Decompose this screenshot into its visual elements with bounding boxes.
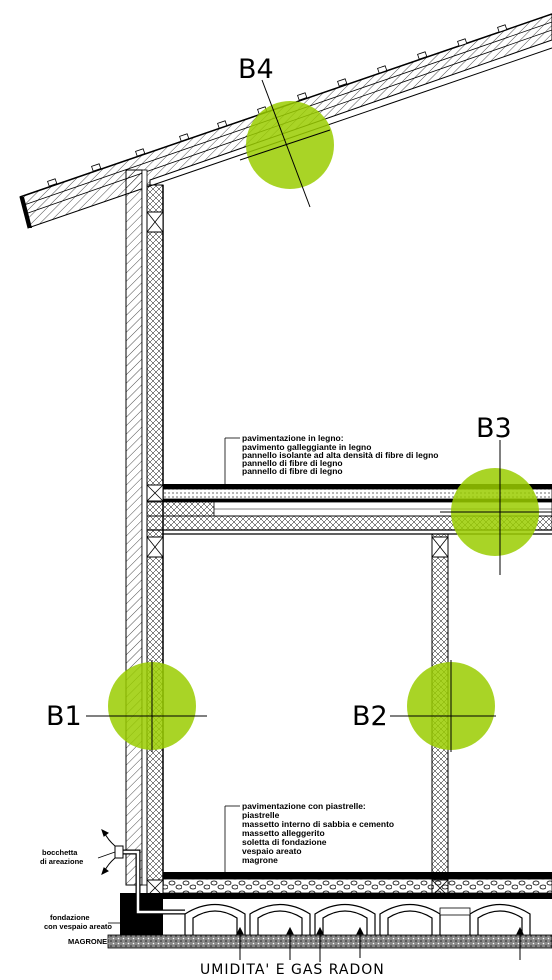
foundation-label-line: fondazione xyxy=(50,913,90,922)
external-wall-left xyxy=(125,169,164,897)
ground-floor-layer: vespaio areato xyxy=(242,846,302,856)
ground-floor-heading: pavimentazione con piastrelle: xyxy=(242,801,366,811)
ground-floor-annotation: pavimentazione con piastrelle: piastrell… xyxy=(224,801,394,872)
ground-floor-layer: massetto alleggerito xyxy=(242,828,325,838)
marker-leaders xyxy=(86,79,552,752)
ground-floor-layer: magrone xyxy=(242,855,278,865)
upper-floor-heading: pavimentazione in legno: xyxy=(242,433,344,443)
upper-floor-annotation: pavimentazione in legno: pavimento galle… xyxy=(224,433,438,484)
marker-b3-label: B3 xyxy=(476,413,512,444)
upper-floor-layer: pannello di fibre di legno xyxy=(242,466,343,476)
vent-label: bocchetta di areazione xyxy=(40,848,116,866)
upper-floor-layer: pannello di fibre di legno xyxy=(242,458,343,468)
vent-airflow-arrows xyxy=(101,829,116,875)
roof-tiles xyxy=(47,24,508,187)
marker-b2-label: B2 xyxy=(352,701,388,732)
foundation-label-line: con vespaio areato xyxy=(44,922,112,931)
ground-floor-layer: massetto interno di sabbia e cemento xyxy=(242,819,394,829)
upper-floor-layer: pavimento galleggiante in legno xyxy=(242,442,371,452)
marker-b4-circle xyxy=(246,101,334,189)
igloo-formwork-row xyxy=(184,904,531,935)
magrone-label: MAGRONE xyxy=(68,937,107,946)
ground-floor-layer: soletta di fondazione xyxy=(242,837,327,847)
detail-markers xyxy=(108,101,539,750)
vent-pipe xyxy=(114,845,185,915)
moisture-arrows xyxy=(236,926,524,962)
upper-floor-layer: pannello isolante ad alta densità di fib… xyxy=(242,450,438,460)
ground-floor-layer: piastrelle xyxy=(242,810,280,820)
foundation-label: fondazione con vespaio areato xyxy=(44,913,120,931)
marker-b1-label: B1 xyxy=(46,701,82,732)
ground-floor-section xyxy=(101,829,552,949)
marker-b4-label: B4 xyxy=(238,54,274,85)
vent-label-line: bocchetta xyxy=(42,848,78,857)
bottom-caption: UMIDITA' E GAS RADON xyxy=(200,962,385,978)
vent-label-line: di areazione xyxy=(40,857,83,866)
